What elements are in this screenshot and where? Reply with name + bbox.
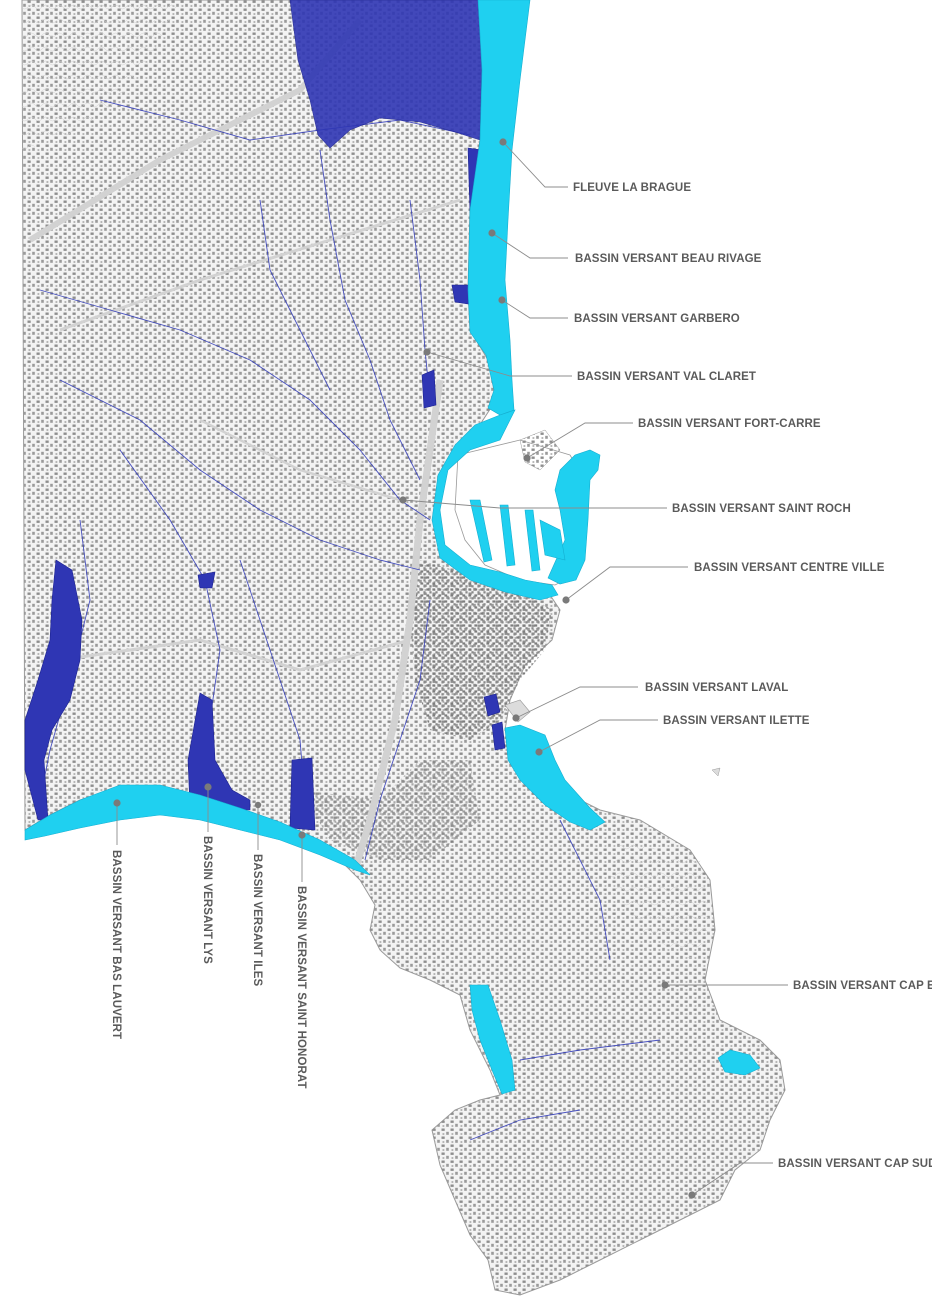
- label-beau-rivage: BASSIN VERSANT BEAU RIVAGE: [575, 253, 762, 265]
- label-bas-lauvert: BASSIN VERSANT BAS LAUVERT: [110, 850, 122, 1039]
- labels-horizontal: FLEUVE LA BRAGUE BASSIN VERSANT BEAU RIV…: [573, 182, 932, 1170]
- label-cap-sud: BASSIN VERSANT CAP SUD: [778, 1158, 932, 1170]
- label-val-claret: BASSIN VERSANT VAL CLARET: [577, 371, 756, 383]
- label-cap-est: BASSIN VERSANT CAP EST: [793, 980, 932, 992]
- basins-dark: [24, 0, 506, 831]
- basin-ilette-dark: [491, 721, 506, 751]
- port-jetty: [469, 499, 566, 572]
- label-lys: BASSIN VERSANT LYS: [201, 836, 213, 964]
- basin-cap-bay: [717, 1049, 761, 1076]
- basin-centre-dark: [197, 571, 216, 589]
- basin-laval-dark: [483, 693, 501, 717]
- label-fleuve-la-brague: FLEUVE LA BRAGUE: [573, 182, 691, 194]
- label-laval: BASSIN VERSANT LAVAL: [645, 682, 788, 694]
- basin-lys-dark: [187, 692, 251, 811]
- basin-saint-honorat-dark: [289, 757, 316, 831]
- basin-val-claret-dark: [421, 369, 437, 409]
- basin-ilette-cyan: [504, 724, 606, 831]
- basin-fort-carre: [431, 409, 559, 601]
- label-centre-ville: BASSIN VERSANT CENTRE VILLE: [694, 562, 885, 574]
- basins-cyan: [24, 0, 761, 1095]
- basin-bas-lauvert-cyan: [24, 784, 371, 876]
- label-iles: BASSIN VERSANT ILES: [251, 854, 263, 986]
- label-saint-roch: BASSIN VERSANT SAINT ROCH: [672, 503, 851, 515]
- leaders: [113, 138, 788, 1199]
- label-garbero: BASSIN VERSANT GARBERO: [574, 313, 740, 325]
- label-saint-honorat: BASSIN VERSANT SAINT HONORAT: [295, 886, 307, 1089]
- label-ilette: BASSIN VERSANT ILETTE: [663, 715, 810, 727]
- roads: [28, 18, 461, 872]
- label-fort-carre: BASSIN VERSANT FORT-CARRE: [638, 418, 821, 430]
- basin-cap-west: [469, 984, 516, 1095]
- labels-vertical: BASSIN VERSANT BAS LAUVERT BASSIN VERSAN…: [110, 836, 307, 1089]
